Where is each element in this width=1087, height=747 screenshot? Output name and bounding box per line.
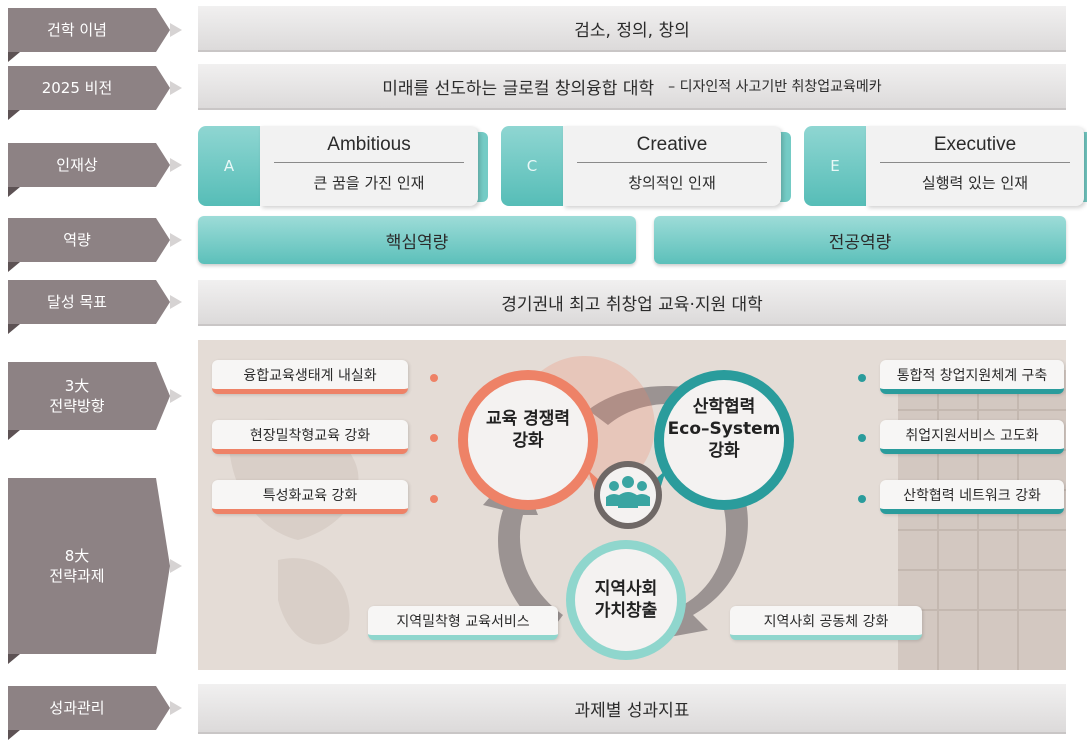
label-performance: 성과관리: [8, 686, 156, 730]
task-item: 취업지원서비스 고도화: [880, 420, 1064, 454]
talent-letter: C: [501, 126, 563, 206]
label-vision: 2025 비전: [8, 66, 156, 110]
talent-card-creative: C Creative 창의적인 인재: [501, 126, 791, 206]
vision-subtext: – 디자인적 사고기반 취창업교육메카: [668, 79, 882, 95]
direction-industry: 산학협력 Eco–System 강화: [667, 397, 781, 462]
direction-community: 지역사회 가치창출: [594, 579, 658, 622]
goal-text: 경기권내 최고 취창업 교육·지원 대학: [501, 294, 763, 315]
connector-dot: [430, 495, 438, 503]
label-goal: 달성 목표: [8, 280, 156, 324]
vision-bar: 미래를 선도하는 글로컬 창의융합 대학 – 디자인적 사고기반 취창업교육메카: [198, 64, 1066, 110]
task-item: 융합교육생태계 내실화: [212, 360, 408, 394]
cycle-diagram: [458, 355, 794, 660]
people-group-icon: [606, 476, 650, 508]
chevron-right-icon: [170, 81, 182, 95]
talent-desc: 창의적인 인재: [628, 174, 716, 192]
connector-dot: [858, 374, 866, 382]
education-circle: [468, 380, 588, 500]
industry-circle: [664, 380, 784, 500]
chevron-right-icon: [170, 701, 182, 715]
task-item: 특성화교육 강화: [212, 480, 408, 514]
task-item: 현장밀착형교육 강화: [212, 420, 408, 454]
chevron-right-icon: [170, 559, 182, 573]
community-circle: [575, 549, 677, 651]
chevron-right-icon: [170, 23, 182, 37]
label-competency: 역량: [8, 218, 156, 262]
talent-desc: 실행력 있는 인재: [921, 174, 1029, 192]
competency-major-bar: 전공역량: [654, 216, 1066, 264]
connector-dot: [858, 434, 866, 442]
vision-text: 미래를 선도하는 글로컬 창의융합 대학: [382, 78, 655, 99]
talent-letter: A: [198, 126, 260, 206]
goal-bar: 경기권내 최고 취창업 교육·지원 대학: [198, 280, 1066, 326]
chevron-right-icon: [170, 295, 182, 309]
talent-letter: E: [804, 126, 866, 206]
label-philosophy: 건학 이념: [8, 8, 156, 52]
talent-name: Creative: [636, 134, 708, 155]
philosophy-text: 검소, 정의, 창의: [574, 20, 690, 41]
talent-name: Executive: [933, 134, 1017, 155]
philosophy-bar: 검소, 정의, 창의: [198, 6, 1066, 52]
chevron-right-icon: [170, 158, 182, 172]
task-item: 통합적 창업지원체계 구축: [880, 360, 1064, 394]
task-item: 지역사회 공동체 강화: [730, 606, 922, 640]
cycle-arrow-left: [483, 465, 563, 635]
label-strategy: 3大 전략방향: [8, 362, 156, 430]
label-tasks: 8大 전략과제: [8, 478, 156, 654]
connector-dot: [858, 495, 866, 503]
talent-desc: 큰 꿈을 가진 인재: [313, 174, 425, 192]
connector-dot: [430, 434, 438, 442]
chevron-right-icon: [170, 233, 182, 247]
talent-card-ambitious: A Ambitious 큰 꿈을 가진 인재: [198, 126, 488, 206]
talent-name: Ambitious: [327, 134, 411, 155]
strategy-panel: 교육 경쟁력 강화 산학협력 Eco–System 강화 지역사회 가치창출 융…: [198, 340, 1066, 670]
competency-core-bar: 핵심역량: [198, 216, 636, 264]
connector-dot: [430, 374, 438, 382]
performance-text: 과제별 성과지표: [574, 700, 690, 721]
task-item: 산학협력 네트워크 강화: [880, 480, 1064, 514]
talent-card-executive: E Executive 실행력 있는 인재: [804, 126, 1087, 206]
direction-education: 교육 경쟁력 강화: [485, 409, 571, 452]
task-item: 지역밀착형 교육서비스: [368, 606, 558, 640]
chevron-right-icon: [170, 389, 182, 403]
label-talent: 인재상: [8, 143, 156, 187]
performance-bar: 과제별 성과지표: [198, 684, 1066, 734]
